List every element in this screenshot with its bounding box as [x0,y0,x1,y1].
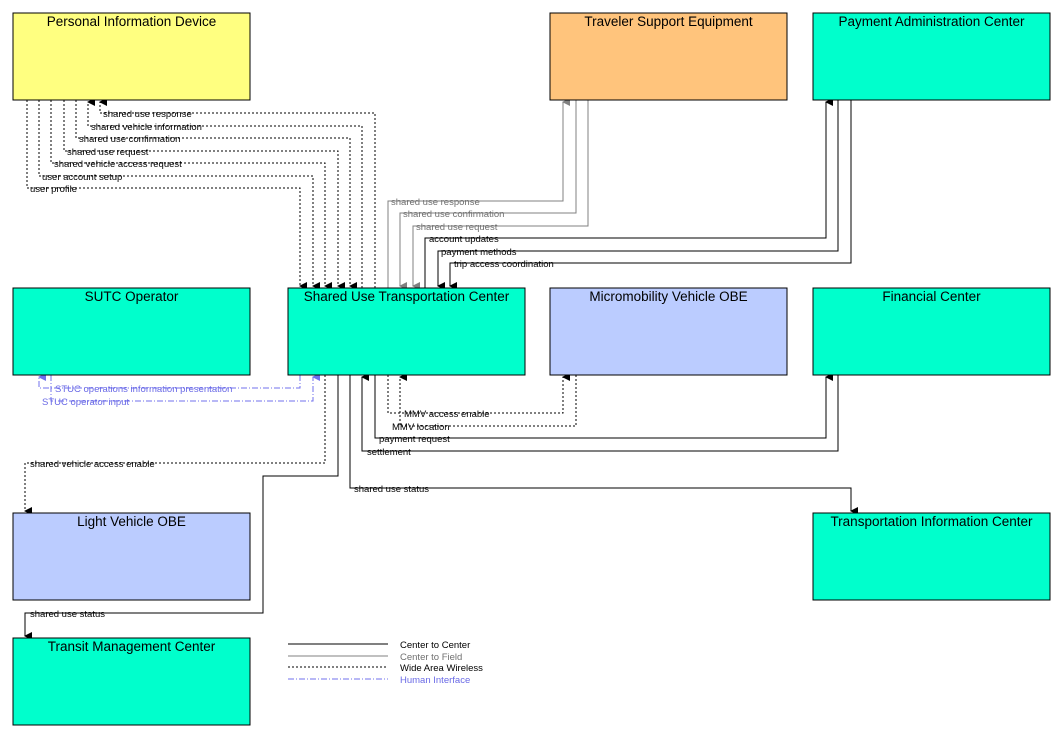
flow-label: payment methods [441,247,517,258]
flow-line-pid-sutc-1 [99,98,376,288]
flow-line-pid-sutc-7 [26,100,307,290]
legend-label: Center to Field [400,652,462,663]
flow-line-pac-sutc-2 [437,100,839,290]
flow-line-sutc-lv [24,375,326,515]
element-sutc-operator[interactable]: SUTC Operator [12,287,251,376]
element-title: SUTC Operator [85,289,179,304]
element-transportation-information-center[interactable]: Transportation Information Center [812,512,1051,601]
flow-label: settlement [367,447,411,458]
flow-label: shared vehicle access enable [30,459,155,470]
flow-line-mmv-sutc-1 [387,373,570,414]
element-shared-use-transportation-center[interactable]: Shared Use Transportation Center [287,287,526,376]
element-title: Financial Center [882,289,981,304]
flow-line-pid-sutc-5 [50,100,332,290]
element-light-vehicle-obe[interactable]: Light Vehicle OBE [12,512,251,601]
element-box [287,287,526,376]
element-boxes: Personal Information Device Traveler Sup… [12,12,1051,726]
element-financial-center[interactable]: Financial Center [812,287,1051,376]
flow-line-pid-sutc-4 [63,100,345,290]
element-title: Transit Management Center [48,639,216,654]
flow-label: account updates [429,234,499,245]
legend-label: Human Interface [400,675,470,686]
element-micromobility-vehicle-obe[interactable]: Micromobility Vehicle OBE [549,287,788,376]
element-box [812,12,1051,101]
flow-line-operator-sutc-1 [38,373,301,389]
flow-line-sutc-tmc [24,375,339,640]
flow-line-fin-sutc-2 [361,373,839,452]
element-title: Traveler Support Equipment [584,14,753,29]
element-personal-information-device[interactable]: Personal Information Device [12,12,251,101]
flow-line-operator-sutc-2 [50,373,320,402]
flow-line-tse-sutc-3 [412,100,589,290]
flow-label: shared vehicle access request [54,159,182,170]
element-box [549,287,788,376]
flow-label: shared use request [416,222,498,233]
flow-label: shared use confirmation [403,209,504,220]
element-title: Payment Administration Center [838,14,1025,29]
flow-line-tse-sutc-2 [399,100,577,290]
element-box [812,512,1051,601]
flow-label: trip access coordination [454,259,554,270]
element-box [12,12,251,101]
flow-line-pid-sutc-6 [38,100,320,290]
flow-line-tse-sutc-1 [387,98,570,288]
flow-labels: shared use response shared vehicle infor… [30,109,554,620]
flow-line-sutc-tic [349,375,858,515]
legend-label: Center to Center [400,640,470,651]
flow-label: user profile [30,184,77,195]
element-box [12,637,251,726]
flow-label: shared vehicle information [91,122,202,133]
element-box [12,512,251,601]
flow-label: STUC operations information presentation [55,384,232,395]
element-traveler-support-equipment[interactable]: Traveler Support Equipment [549,12,788,101]
legend-label: Wide Area Wireless [400,663,483,674]
element-title: Personal Information Device [47,14,217,29]
flow-line-pid-sutc-2 [87,98,363,288]
element-box [12,287,251,376]
flow-label: shared use request [67,147,149,158]
flow-label: shared use response [103,109,192,120]
element-title: Light Vehicle OBE [77,514,186,529]
flow-line-pid-sutc-3 [75,100,357,290]
flow-label: shared use response [391,197,480,208]
element-transit-management-center[interactable]: Transit Management Center [12,637,251,726]
flow-label: shared use confirmation [79,134,180,145]
flow-label: shared use status [354,484,429,495]
flow-label: shared use status [30,609,105,620]
element-payment-administration-center[interactable]: Payment Administration Center [812,12,1051,101]
element-box [549,12,788,101]
element-title: Micromobility Vehicle OBE [589,289,747,304]
flow-line-pac-sutc-3 [449,100,852,290]
flow-line-mmv-sutc-2 [399,373,577,427]
flow-line-fin-sutc-1 [374,373,833,439]
element-title: Shared Use Transportation Center [304,289,510,304]
flow-line-pac-sutc-1 [424,98,833,288]
flow-label: STUC operator input [42,397,129,408]
flow-label: payment request [379,434,450,445]
flow-label: MMV access enable [404,409,490,420]
legend: Center to Center Center to Field Wide Ar… [288,640,483,686]
flow-label: user account setup [42,172,122,183]
element-title: Transportation Information Center [830,514,1033,529]
flow-label: MMV location [392,422,450,433]
element-box [812,287,1051,376]
flow-lines [24,98,858,640]
